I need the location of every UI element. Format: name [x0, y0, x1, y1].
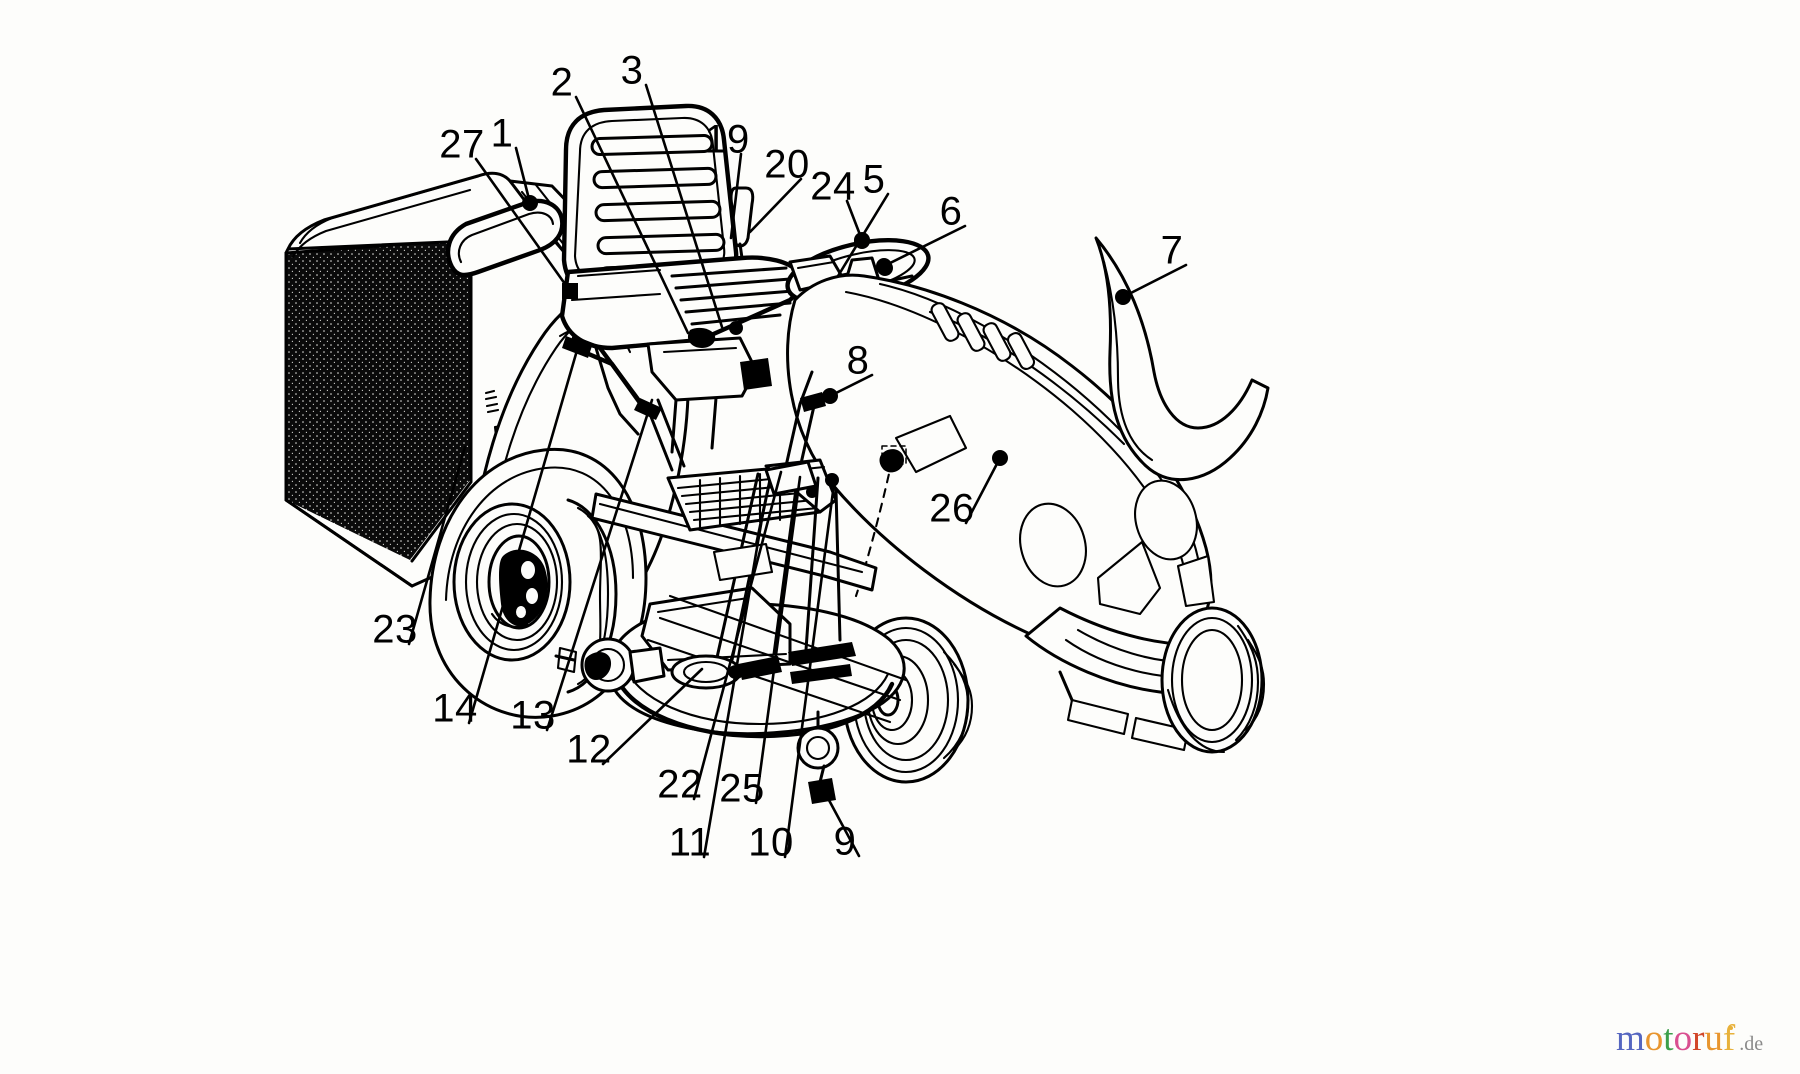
leader-line [821, 787, 861, 858]
catcher-handle [445, 198, 565, 278]
leader-dot [1115, 289, 1131, 305]
callout-7: 7 [1115, 229, 1188, 305]
seat-assembly [559, 103, 809, 454]
leader-line [748, 177, 803, 234]
logo-letter-m: m [1616, 1018, 1645, 1059]
deck-caster [554, 637, 666, 693]
hood-vents [930, 302, 1036, 370]
callout-number: 2 [551, 61, 574, 105]
callout-number: 3 [621, 49, 644, 93]
callout-27: 27 [439, 123, 578, 299]
grass-catcher-assembly [284, 171, 642, 588]
callout-number: 7 [1161, 229, 1184, 273]
callout-5: 5 [836, 158, 890, 278]
callout-8: 8 [822, 339, 874, 404]
callout-number: 22 [657, 763, 703, 807]
bag-mesh-panel [286, 238, 470, 560]
leader-dot [876, 258, 892, 274]
callout-number: 23 [372, 608, 418, 652]
logo-letter-u: u [1704, 1018, 1723, 1059]
callout-11: 11 [669, 505, 766, 865]
leader-line [882, 224, 967, 268]
leader-line [545, 398, 654, 732]
callout-10: 10 [748, 482, 836, 865]
leader-line [702, 505, 766, 859]
callout-3: 3 [621, 49, 724, 329]
callout-23: 23 [372, 445, 467, 652]
leader-line [467, 338, 582, 725]
leader-line [1121, 263, 1188, 299]
callout-9: 9 [815, 781, 861, 864]
logo-letter-o: o [1673, 1018, 1693, 1059]
callout-number: 5 [863, 158, 886, 202]
callout-number: 12 [566, 728, 612, 772]
logo-letter-f: f [1722, 1018, 1736, 1059]
callout-1: 1 [491, 112, 538, 211]
leader-line [407, 445, 467, 646]
leader-line [514, 146, 532, 205]
leader-line [964, 456, 1002, 525]
logo-suffix: .de [1739, 1033, 1764, 1055]
leader-line [574, 95, 690, 335]
leader-square [562, 283, 578, 299]
callout-24: 24 [810, 165, 870, 248]
callout-number: 27 [439, 123, 485, 167]
callout-2: 2 [551, 61, 690, 335]
discharge-deflector [1094, 236, 1270, 482]
leader-line [754, 475, 802, 805]
callout-13: 13 [510, 398, 654, 738]
callout-number: 1 [491, 112, 514, 156]
callout-number: 8 [847, 339, 870, 383]
leader-line [783, 482, 836, 859]
callout-number: 10 [748, 821, 794, 865]
callout-number: 20 [764, 143, 810, 187]
leader-line [601, 667, 704, 766]
callout-25: 25 [719, 475, 802, 811]
leader-square [815, 781, 831, 797]
callout-22: 22 [657, 470, 783, 807]
leader-line [729, 152, 743, 240]
leader-line [644, 83, 724, 329]
leader-dot [822, 388, 838, 404]
callout-number: 6 [940, 190, 963, 234]
callout-number: 24 [810, 165, 856, 209]
seat-pan-slats [670, 266, 795, 326]
callout-number: 11 [669, 821, 712, 865]
logo-accent-dot [1729, 1026, 1734, 1030]
callout-number: 19 [704, 118, 750, 162]
motoruf-watermark: motoruf.de [1616, 1017, 1763, 1060]
front-wheel-right [1160, 606, 1266, 754]
callout-number: 13 [510, 694, 556, 738]
callout-6: 6 [876, 190, 967, 274]
callout-26: 26 [929, 450, 1008, 531]
leader-line [692, 470, 783, 801]
callout-number: 9 [834, 820, 857, 864]
logo-letters: motoruf [1616, 1018, 1739, 1059]
leader-dot [992, 450, 1008, 466]
callout-number: 26 [929, 487, 975, 531]
leader-line [836, 192, 890, 278]
callout-14: 14 [432, 338, 582, 731]
logo-letter-o: o [1644, 1018, 1664, 1059]
callout-number: 14 [432, 687, 478, 731]
leader-line [474, 157, 572, 293]
callout-number: 25 [719, 767, 765, 811]
callout-20: 20 [748, 143, 810, 234]
chassis-frame [554, 335, 908, 804]
callout-12: 12 [566, 667, 704, 772]
hood-assembly [786, 273, 1216, 659]
logo-letter-t: t [1663, 1018, 1674, 1059]
rear-wheel [452, 502, 572, 662]
callout-19: 19 [704, 118, 750, 240]
leader-dot [522, 195, 538, 211]
logo-letter-r: r [1692, 1018, 1705, 1059]
